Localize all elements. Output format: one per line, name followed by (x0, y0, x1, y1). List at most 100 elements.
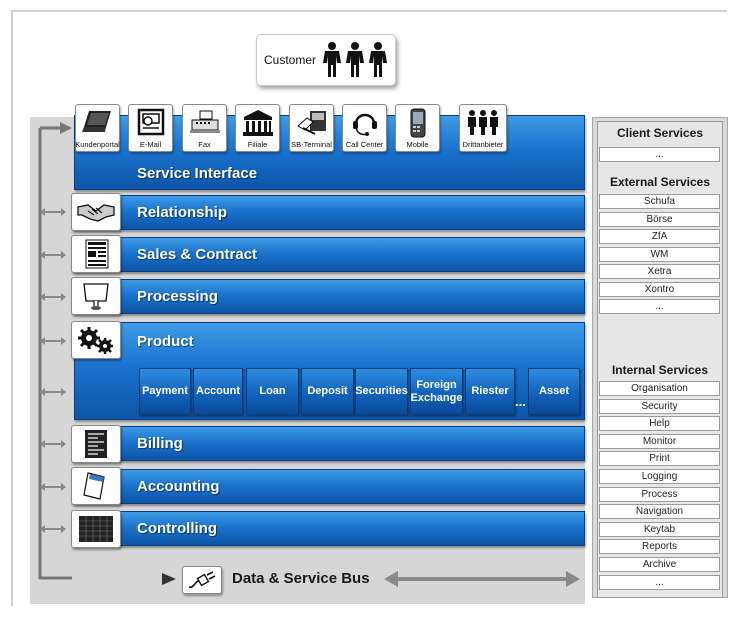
service-item[interactable]: Xontro (599, 281, 720, 297)
controlling-icon-box (71, 510, 121, 548)
service-item[interactable]: Reports (599, 539, 720, 555)
spreadsheet-icon (79, 516, 113, 542)
double-arrow-icon (40, 251, 66, 259)
channel-call-center[interactable]: Call Center (342, 104, 387, 152)
service-item[interactable]: Security (599, 398, 720, 414)
bus-arrowhead-icon (162, 573, 176, 585)
channel-label: Filiale (247, 140, 268, 149)
product-loan[interactable]: Loan (246, 368, 299, 415)
billing-layer: Billing (74, 426, 585, 461)
service-item[interactable]: Keytab (599, 521, 720, 537)
card-terminal-icon (296, 111, 326, 135)
channel-fax[interactable]: Fax (182, 104, 227, 152)
external-services-title: External Services (609, 175, 711, 189)
channel-sb-terminal[interactable]: SB-Terminal (289, 104, 334, 152)
service-item[interactable]: Börse (599, 211, 720, 227)
receipt-icon (85, 430, 107, 458)
bus-icon-box (182, 566, 222, 594)
service-item[interactable]: Process (599, 486, 720, 502)
people-icon (323, 42, 387, 77)
accounting-title: Accounting (137, 478, 220, 495)
double-arrow-icon (40, 337, 66, 345)
channel-label: Call Center (345, 140, 384, 149)
people-icon (468, 110, 498, 135)
channel-drittanbieter[interactable]: Drittanbieter (459, 104, 507, 152)
relationship-title: Relationship (137, 204, 228, 221)
billing-title: Billing (137, 435, 183, 452)
service-item[interactable]: Navigation (599, 504, 720, 520)
product-icon-box (71, 321, 121, 359)
service-item[interactable]: Print (599, 451, 720, 467)
service-item[interactable]: Xetra (599, 264, 720, 279)
double-arrow-icon (40, 525, 66, 533)
channel-label: E-Mail (139, 140, 162, 149)
email-icon (137, 108, 164, 136)
ledger-icon (83, 472, 105, 500)
channel-label: SB-Terminal (291, 140, 332, 149)
service-item[interactable]: ZfA (599, 229, 720, 244)
service-item[interactable]: ... (599, 299, 720, 314)
service-item[interactable]: WM (599, 246, 720, 262)
service-item[interactable]: Help (599, 416, 720, 432)
relationship-layer: Relationship (74, 195, 585, 230)
controlling-title: Controlling (137, 520, 217, 537)
processing-layer: Processing (74, 279, 585, 314)
hand-document-icon (83, 283, 109, 310)
fax-icon (189, 110, 220, 133)
product-securities[interactable]: Securities (355, 368, 408, 415)
service-item[interactable]: Organisation (599, 381, 720, 396)
controlling-layer: Controlling (74, 511, 585, 546)
processing-icon-box (71, 277, 121, 315)
product-riester[interactable]: Riester (465, 368, 515, 415)
internal-services-title: Internal Services (611, 363, 709, 377)
billing-icon-box (71, 425, 121, 463)
bank-building-icon (242, 110, 273, 136)
channel-label: Drittanbieter (462, 140, 504, 149)
double-arrow-icon (40, 208, 66, 216)
customer-label: Customer (263, 53, 316, 67)
gears-icon (78, 327, 113, 354)
product-title: Product (137, 333, 194, 350)
channel-kundenportal[interactable]: Kundenportal (75, 104, 120, 152)
channel-email[interactable]: E-Mail (128, 104, 173, 152)
sales-contract-icon-box (71, 235, 121, 273)
mobile-phone-icon (410, 108, 425, 138)
relationship-icon-box (71, 193, 121, 231)
double-arrow-icon (40, 440, 66, 448)
service-item[interactable]: ... (599, 574, 720, 590)
service-item[interactable]: Schufa (599, 194, 720, 209)
product-payment[interactable]: Payment (139, 368, 191, 415)
document-stack-icon (85, 239, 109, 269)
product-asset[interactable]: Asset (528, 368, 580, 415)
channel-label: Fax (198, 140, 211, 149)
channel-filiale[interactable]: Filiale (235, 104, 280, 152)
channel-mobile[interactable]: Mobile (395, 104, 440, 152)
service-interface-title: Service Interface (137, 165, 258, 182)
handshake-icon (77, 204, 115, 222)
service-item[interactable]: Archive (599, 557, 720, 572)
product-foreign-exchange[interactable]: Foreign Exchange (410, 368, 463, 415)
product-more-ellipsis: ... (515, 394, 526, 409)
customer-box: Customer (256, 34, 396, 86)
diagram-frame (11, 10, 727, 606)
service-item[interactable]: Monitor (599, 433, 720, 449)
laptop-icon (81, 111, 111, 132)
bus-label: Data & Service Bus (232, 570, 370, 587)
double-arrow-icon (40, 483, 66, 491)
bus-connector-line (38, 122, 72, 580)
processing-title: Processing (137, 288, 218, 305)
channel-label: Mobile (406, 140, 429, 149)
bus-double-arrow-icon (384, 571, 580, 587)
double-arrow-icon (40, 388, 66, 396)
product-deposit[interactable]: Deposit (301, 368, 354, 415)
headset-icon (352, 113, 377, 136)
service-item[interactable]: ... (599, 147, 720, 162)
sales-contract-layer: Sales & Contract (74, 237, 585, 272)
product-account[interactable]: Account (193, 368, 243, 415)
channel-label: Kundenportal (75, 140, 120, 149)
double-arrow-icon (40, 293, 66, 301)
service-item[interactable]: Logging (599, 469, 720, 484)
accounting-icon-box (71, 467, 121, 505)
sales-contract-title: Sales & Contract (137, 246, 258, 263)
plug-icon (188, 571, 216, 589)
